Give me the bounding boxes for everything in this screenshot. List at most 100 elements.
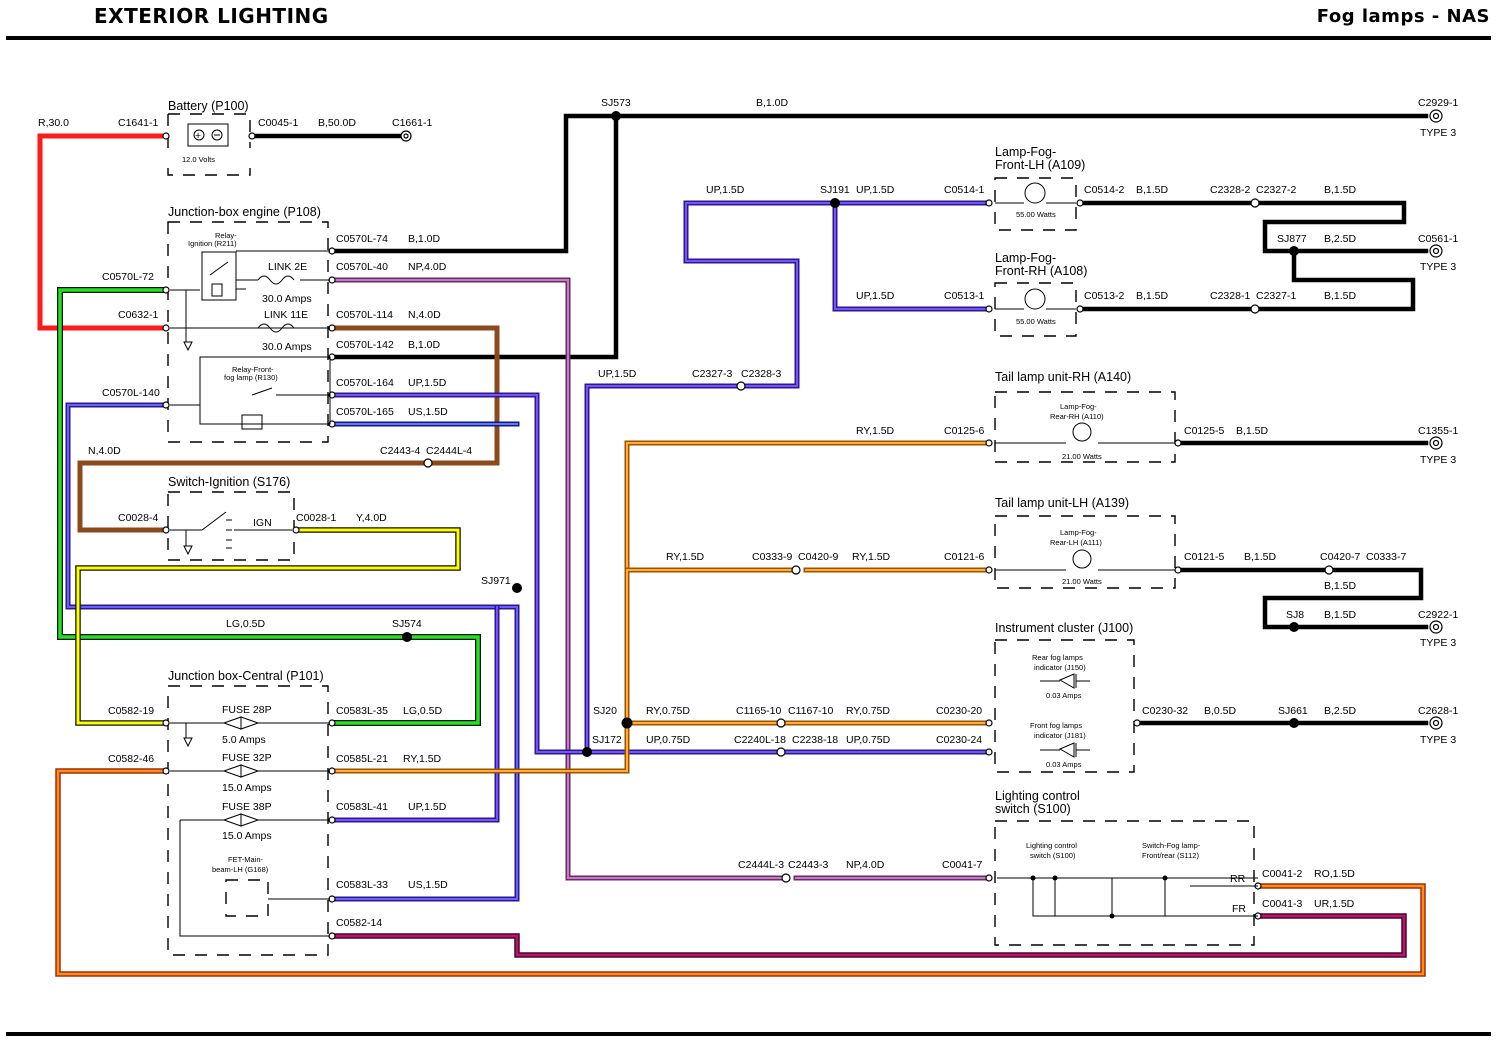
svg-text:UP,1.5D: UP,1.5D	[856, 290, 895, 302]
svg-text:B,1.5D: B,1.5D	[1136, 184, 1169, 196]
svg-text:C2929-1: C2929-1	[1418, 97, 1458, 109]
svg-text:C2327-1: C2327-1	[1256, 290, 1296, 302]
svg-text:SJ877: SJ877	[1277, 233, 1307, 245]
svg-text:C0570L-74: C0570L-74	[336, 233, 388, 245]
fog-rh-bulb-icon	[1024, 288, 1046, 310]
splices	[402, 111, 1299, 757]
svg-text:C2444L-3: C2444L-3	[738, 859, 784, 871]
svg-text:Lamp-Fog-: Lamp-Fog-	[1060, 528, 1097, 537]
fuse-38p-icon	[222, 813, 260, 827]
svg-text:C0570L-164: C0570L-164	[336, 377, 394, 389]
battery-icon	[187, 123, 229, 147]
svg-text:SJ574: SJ574	[392, 618, 422, 630]
labels: Battery (P100) 12.0 Volts R,30.0 C1641-1…	[38, 97, 1458, 929]
page-title: EXTERIOR LIGHTING	[94, 4, 329, 28]
svg-text:Lighting control: Lighting control	[1026, 841, 1077, 850]
svg-text:FET-Main-: FET-Main-	[228, 855, 264, 864]
svg-text:15.0 Amps: 15.0 Amps	[222, 830, 272, 842]
svg-text:C0333-7: C0333-7	[1366, 551, 1406, 563]
svg-text:B,1.5D: B,1.5D	[1324, 184, 1357, 196]
svg-text:UP,0.75D: UP,0.75D	[646, 734, 691, 746]
svg-text:C0570L-140: C0570L-140	[102, 387, 160, 399]
svg-text:55.00 Watts: 55.00 Watts	[1016, 210, 1056, 219]
svg-text:C1355-1: C1355-1	[1418, 425, 1458, 437]
svg-text:C1165-10: C1165-10	[736, 705, 781, 717]
svg-text:Y,4.0D: Y,4.0D	[356, 512, 387, 524]
svg-text:B,1.5D: B,1.5D	[1324, 609, 1357, 621]
svg-text:Ignition (R211): Ignition (R211)	[188, 239, 237, 248]
svg-text:C2327-2: C2327-2	[1256, 184, 1296, 196]
svg-text:+: +	[195, 130, 201, 142]
wire-up-164	[335, 394, 777, 753]
svg-text:B,1.5D: B,1.5D	[1236, 425, 1269, 437]
svg-text:SJ8: SJ8	[1286, 609, 1304, 621]
junction-box-central	[167, 685, 329, 956]
svg-text:C0041-2: C0041-2	[1262, 868, 1302, 880]
svg-text:30.0 Amps: 30.0 Amps	[262, 293, 312, 305]
svg-text:C0045-1: C0045-1	[258, 117, 298, 129]
header-rule	[6, 36, 1491, 40]
svg-text:12.0 Volts: 12.0 Volts	[182, 155, 215, 164]
svg-text:C0561-1: C0561-1	[1418, 233, 1458, 245]
wire-us-1-5	[67, 404, 518, 900]
junction-box-engine	[167, 221, 329, 443]
svg-text:B,1.0D: B,1.0D	[756, 97, 789, 109]
wire-up-sj172	[586, 385, 737, 753]
svg-text:Front/rear (S112): Front/rear (S112)	[1142, 851, 1199, 860]
svg-text:LINK 2E: LINK 2E	[268, 261, 307, 273]
svg-text:RY,1.5D: RY,1.5D	[852, 551, 891, 563]
svg-text:C0041-7: C0041-7	[942, 859, 982, 871]
svg-text:C1641-1: C1641-1	[118, 117, 158, 129]
switch-ign-title: Switch-Ignition (S176)	[168, 475, 290, 489]
svg-text:C0570L-40: C0570L-40	[336, 261, 388, 273]
svg-text:0.03 Amps: 0.03 Amps	[1046, 691, 1082, 700]
link-2e-icon	[257, 275, 295, 285]
svg-text:US,1.5D: US,1.5D	[408, 879, 448, 891]
svg-text:FR: FR	[1232, 903, 1246, 915]
svg-text:21.00 Watts: 21.00 Watts	[1062, 452, 1102, 461]
svg-text:B,1.5D: B,1.5D	[1136, 290, 1169, 302]
svg-text:NP,4.0D: NP,4.0D	[408, 261, 447, 273]
svg-text:fog lamp (R130): fog lamp (R130)	[224, 373, 278, 382]
wire-lg	[58, 288, 480, 725]
svg-text:RO,1.5D: RO,1.5D	[1314, 868, 1355, 880]
svg-text:B,0.5D: B,0.5D	[1204, 705, 1237, 717]
svg-text:Rear-RH (A110): Rear-RH (A110)	[1050, 412, 1104, 421]
component-boxes	[167, 113, 1255, 956]
svg-text:C2628-1: C2628-1	[1418, 705, 1458, 717]
svg-text:SJ172: SJ172	[592, 734, 622, 746]
svg-text:C0230-32: C0230-32	[1142, 705, 1188, 717]
svg-text:C0583L-33: C0583L-33	[336, 879, 388, 891]
svg-text:RR: RR	[1230, 873, 1246, 885]
svg-text:N,4.0D: N,4.0D	[408, 309, 441, 321]
svg-text:switch (S100): switch (S100)	[995, 802, 1071, 816]
svg-text:Front fog lamps: Front fog lamps	[1030, 721, 1082, 730]
wire-r-30	[37, 133, 165, 331]
svg-text:C0570L-72: C0570L-72	[102, 271, 154, 283]
svg-text:TYPE 3: TYPE 3	[1420, 261, 1456, 273]
wires	[37, 113, 1429, 977]
svg-text:Lamp-Fog-: Lamp-Fog-	[1060, 402, 1097, 411]
svg-text:C0513-2: C0513-2	[1084, 290, 1124, 302]
svg-text:C0582-19: C0582-19	[108, 705, 154, 717]
svg-text:B,1.5D: B,1.5D	[1244, 551, 1277, 563]
footer-rule	[6, 1032, 1491, 1036]
svg-text:C0513-1: C0513-1	[944, 290, 984, 302]
svg-text:Lamp-Fog-: Lamp-Fog-	[995, 145, 1056, 159]
front-indicator-icon	[1040, 742, 1090, 758]
svg-text:Rear-LH (A111): Rear-LH (A111)	[1050, 538, 1102, 547]
svg-text:B,1.5D: B,1.5D	[1324, 580, 1357, 592]
svg-text:C0041-3: C0041-3	[1262, 898, 1302, 910]
svg-text:UR,1.5D: UR,1.5D	[1314, 898, 1355, 910]
wire-ur-1-5	[334, 914, 1406, 957]
battery-title: Battery (P100)	[168, 99, 249, 113]
svg-text:C2443-3: C2443-3	[788, 859, 828, 871]
svg-text:C0121-6: C0121-6	[944, 551, 984, 563]
tail-rh-bulb-icon	[1072, 422, 1092, 442]
rear-indicator-icon	[1040, 673, 1090, 689]
wire-np-4	[335, 279, 787, 879]
svg-text:C0632-1: C0632-1	[118, 309, 158, 321]
svg-text:UP,1.5D: UP,1.5D	[408, 801, 447, 813]
svg-text:C2922-1: C2922-1	[1418, 609, 1458, 621]
fog-rh-box	[994, 282, 1077, 337]
